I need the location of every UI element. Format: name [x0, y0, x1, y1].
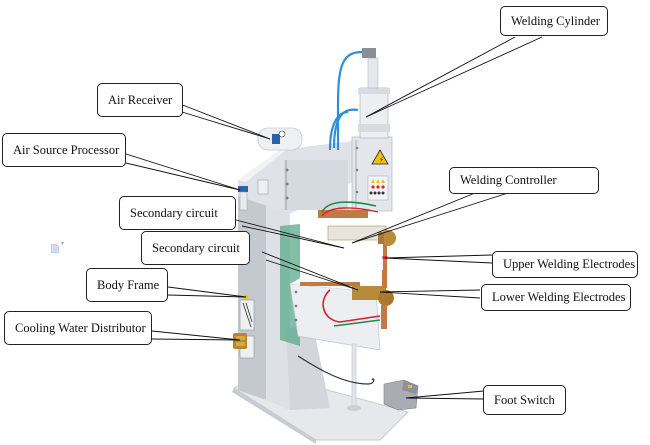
callout-cooling-water-distributor: Cooling Water Distributor [4, 311, 152, 345]
cooling-water-distributor [233, 333, 247, 349]
callout-label: Body Frame [97, 277, 160, 292]
lower-arm [289, 278, 381, 351]
document-caret-icon: ▾ [61, 240, 65, 247]
callout-welding-controller: Welding Controller [449, 167, 599, 194]
callout-label: Welding Cylinder [511, 13, 600, 28]
warning-sign-icon [371, 149, 389, 165]
leader-lines [125, 36, 543, 400]
svg-text:⚡: ⚡ [379, 156, 384, 164]
welding-cylinder [358, 48, 390, 139]
callout-label: Air Receiver [108, 92, 173, 107]
callout-label: Secondary circuit [130, 205, 218, 220]
callout-secondary-circuit-lower: Secondary circuit [141, 231, 250, 265]
callout-secondary-circuit-upper: Secondary circuit [119, 196, 236, 230]
welding-head-housing: ⚡ [351, 136, 393, 212]
upper-electrode-assembly [318, 201, 396, 270]
callout-label: Lower Welding Electrodes [492, 290, 626, 304]
callout-upper-welding-electrodes: Upper Welding Electrodes [492, 251, 638, 278]
callout-label: Air Source Processor [13, 142, 120, 157]
callout-air-receiver: Air Receiver [97, 83, 183, 117]
document-icon [50, 240, 60, 254]
lower-electrode-assembly [352, 270, 394, 329]
callout-body-frame: Body Frame [86, 268, 168, 302]
air-source-processor [238, 186, 248, 211]
callout-air-source-processor: Air Source Processor [2, 133, 126, 167]
upper-arm [238, 140, 360, 214]
callout-foot-switch: Foot Switch [483, 385, 566, 415]
callout-lower-welding-electrodes: Lower Welding Electrodes [481, 284, 631, 311]
air-receiver-tank [257, 127, 303, 151]
welding-controller-panel [367, 175, 389, 201]
support-post [351, 343, 357, 407]
foot-switch-cable [297, 355, 375, 385]
callout-label: Secondary circuit [152, 240, 240, 255]
foot-switch-device [383, 379, 419, 411]
callout-welding-cylinder: Welding Cylinder [500, 6, 608, 36]
callout-label: Welding Controller [460, 173, 557, 187]
callout-label: Foot Switch [494, 392, 555, 407]
callout-label: Upper Welding Electrodes [503, 257, 636, 271]
callout-label: Cooling Water Distributor [15, 320, 146, 335]
